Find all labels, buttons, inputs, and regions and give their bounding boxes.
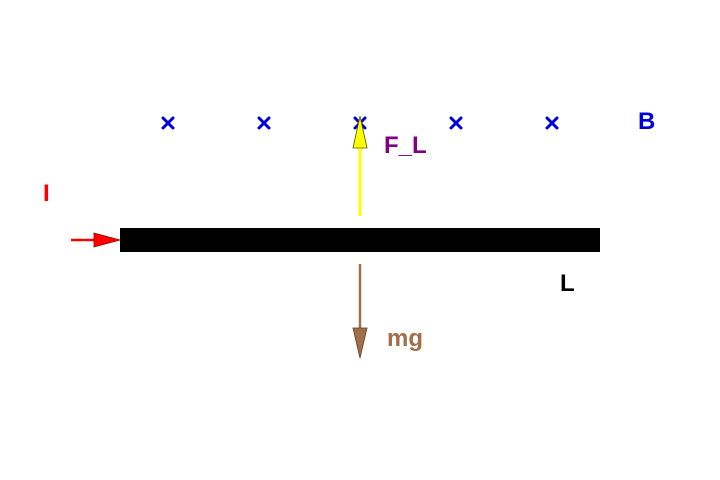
gravity-label: mg [387, 325, 423, 352]
field-marker-5 [545, 116, 559, 130]
field-marker-2 [257, 116, 271, 130]
lorentz-force-arrow [352, 115, 368, 216]
lorentz-force-label: F_L [384, 132, 427, 159]
length-label: L [560, 270, 575, 297]
conductor-rod [120, 228, 600, 252]
current-label: I [43, 180, 50, 207]
field-marker-1 [161, 116, 175, 130]
field-marker-4 [449, 116, 463, 130]
field-label: B [638, 108, 655, 135]
gravity-arrow [352, 264, 368, 359]
current-arrow [71, 232, 122, 248]
